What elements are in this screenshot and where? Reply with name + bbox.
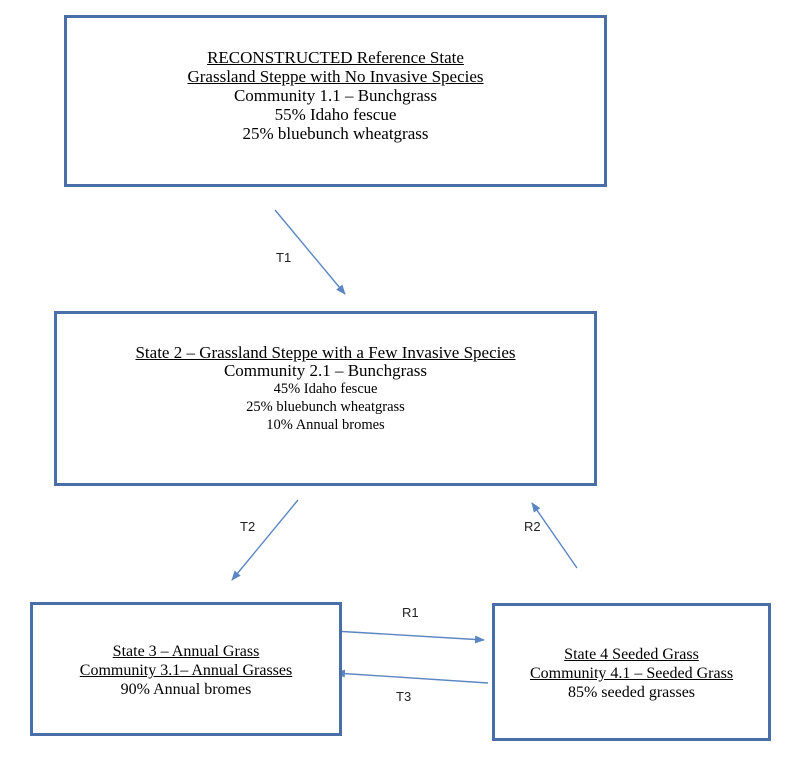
state-4-box: State 4 Seeded Grass Community 4.1 – See… — [492, 603, 771, 741]
state-4-title: State 4 Seeded Grass — [564, 646, 699, 663]
state-2-box: State 2 – Grassland Steppe with a Few In… — [54, 311, 597, 486]
state-3-species: 90% Annual bromes — [120, 681, 252, 698]
arrow-t3-label: T3 — [396, 689, 411, 704]
state-2-species: 10% Annual bromes — [266, 417, 385, 433]
arrow-t1-label: T1 — [276, 250, 291, 265]
state-1-subtitle: Grassland Steppe with No Invasive Specie… — [187, 67, 484, 86]
state-4-community: Community 4.1 – Seeded Grass — [529, 665, 734, 682]
state-3-box: State 3 – Annual Grass Community 3.1– An… — [30, 602, 342, 736]
state-2-species: 25% bluebunch wheatgrass — [246, 399, 405, 415]
arrow-r1 — [333, 630, 485, 644]
reference-state-box: RECONSTRUCTED Reference State Grassland … — [64, 15, 607, 187]
arrow-t1 — [274, 209, 346, 295]
arrow-t2-label: T2 — [240, 519, 255, 534]
arrow-t3 — [335, 669, 489, 684]
state-1-title: RECONSTRUCTED Reference State — [207, 48, 464, 67]
arrow-r1-label: R1 — [402, 605, 419, 620]
state-3-community: Community 3.1– Annual Grasses — [79, 662, 293, 679]
state-2-community: Community 2.1 – Bunchgrass — [223, 361, 428, 380]
arrow-r2-label: R2 — [524, 519, 541, 534]
state-4-species: 85% seeded grasses — [567, 684, 696, 701]
state-1-species: 25% bluebunch wheatgrass — [242, 124, 429, 143]
state-2-title: State 2 – Grassland Steppe with a Few In… — [135, 343, 516, 362]
state-1-species: 55% Idaho fescue — [274, 105, 397, 124]
arrow-r2 — [531, 502, 578, 569]
arrow-t2 — [231, 499, 299, 581]
state-3-title: State 3 – Annual Grass — [112, 643, 260, 660]
state-1-community: Community 1.1 – Bunchgrass — [233, 86, 438, 105]
state-2-species: 45% Idaho fescue — [273, 381, 378, 397]
